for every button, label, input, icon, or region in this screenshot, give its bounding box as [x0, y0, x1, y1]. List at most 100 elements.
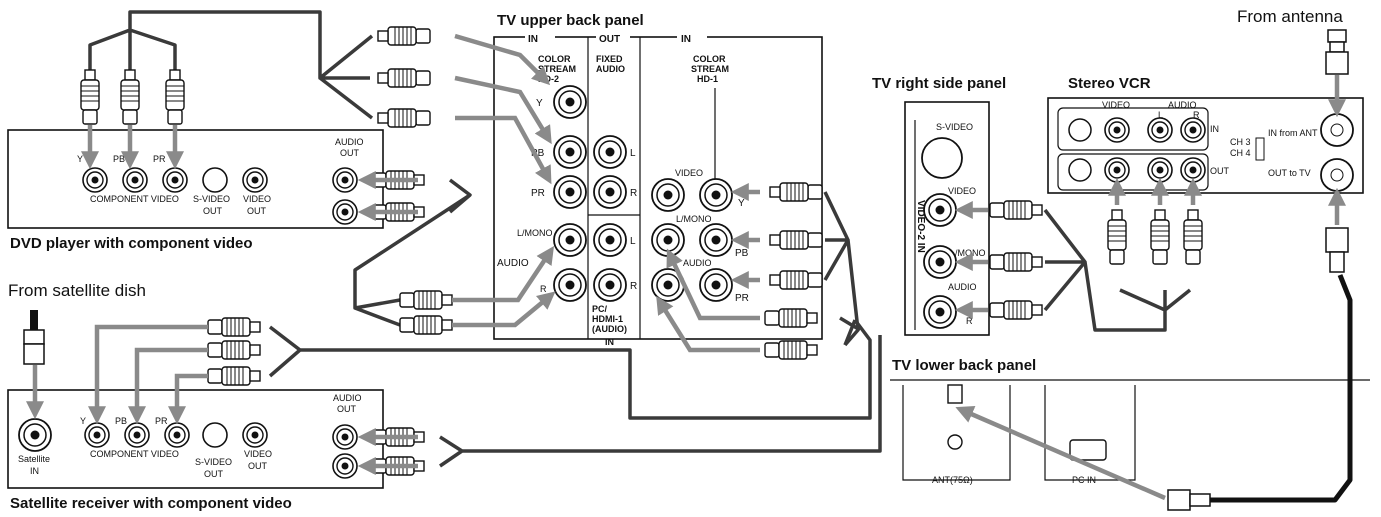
dvd-video-out-jack[interactable] [242, 167, 268, 193]
right-svideo-label: S-VIDEO [936, 122, 973, 132]
vcr-video-out-jack[interactable] [1104, 157, 1130, 183]
fixed-audio-label-2: AUDIO [596, 64, 625, 74]
sat-audio-label-2: OUT [337, 404, 357, 414]
ant-jack[interactable] [947, 434, 963, 450]
vcr-in-from-ant-label: IN from ANT [1268, 128, 1318, 138]
hd2-audio-l-jack[interactable] [553, 223, 587, 257]
hd1-pr-jack[interactable] [699, 268, 733, 302]
vcr-ch-switch[interactable] [1255, 137, 1265, 161]
dvd-pb-plug [120, 69, 140, 125]
vcr-audio-l-out-jack[interactable] [1147, 157, 1173, 183]
vcr-audio-l-plug [1150, 209, 1170, 265]
vcr-svideo-in-jack[interactable] [1068, 118, 1092, 142]
vcr-video-in-jack[interactable] [1104, 117, 1130, 143]
signal-arrows [26, 33, 1346, 501]
vcr-audio-r-in-jack[interactable] [1180, 117, 1206, 143]
right-video-label: VIDEO [948, 186, 976, 196]
right-r-label: R [966, 316, 973, 326]
right-audio-r-jack[interactable] [923, 295, 957, 329]
hd2-pr-plug [377, 108, 431, 128]
hd1-y-jack[interactable] [699, 178, 733, 212]
fixed-audio-r-jack[interactable] [593, 175, 627, 209]
satellite-in-jack[interactable] [18, 418, 52, 452]
dvd-y-plug [80, 69, 100, 125]
vcr-video-plug [1107, 209, 1127, 265]
right-audio-r-plug [989, 300, 1043, 320]
dvd-y-jack[interactable] [82, 167, 108, 193]
tv-right-title: TV right side panel [872, 75, 1006, 92]
sat-audio-l-jack[interactable] [332, 424, 358, 450]
stereo-vcr: Stereo VCR VIDEO AUDIO L R IN OUT CH 3 C… [1047, 75, 1364, 265]
tv-lower-back-panel: TV lower back panel ANT(75Ω) PC IN [890, 357, 1370, 485]
right-video-jack[interactable] [923, 193, 957, 227]
hd2-pb-jack[interactable] [553, 135, 587, 169]
hd2-audio-r-plug [399, 315, 453, 335]
tv-lower-title: TV lower back panel [892, 357, 1036, 374]
vcr-audio-label: AUDIO [1168, 100, 1197, 110]
pc-hdmi-l-jack[interactable] [593, 223, 627, 257]
hd1-pb-jack[interactable] [699, 223, 733, 257]
hd2-pr-jack[interactable] [553, 175, 587, 209]
sat-svideo-label-1: S-VIDEO [195, 457, 232, 467]
sat-pb-plug [207, 340, 261, 360]
vcr-audio-l-in-jack[interactable] [1147, 117, 1173, 143]
ant-port-stub [947, 384, 963, 404]
dvd-audio-l-jack[interactable] [332, 167, 358, 193]
in-left-label: IN [528, 34, 538, 45]
sat-video-out-jack[interactable] [242, 422, 268, 448]
pc-in-port[interactable] [1069, 439, 1107, 461]
sat-y-plug [207, 317, 261, 337]
fixed-audio-r-label: R [630, 188, 637, 199]
sat-pr-plug [207, 366, 261, 386]
sat-pb-jack[interactable] [124, 422, 150, 448]
hd2-audio-r-jack[interactable] [553, 268, 587, 302]
pc-hdmi-label-2: HDMI-1 [592, 314, 623, 324]
right-audio-label: AUDIO [948, 282, 977, 292]
cs1-label-2: STREAM [691, 64, 729, 74]
fixed-audio-l-jack[interactable] [593, 135, 627, 169]
hd2-y-plug [377, 26, 431, 46]
cs2-label-2: STREAM [538, 64, 576, 74]
sat-svideo-jack[interactable] [202, 422, 228, 448]
sat-audio-r-jack[interactable] [332, 453, 358, 479]
right-svideo-jack[interactable] [921, 137, 963, 179]
sat-pr-jack[interactable] [164, 422, 190, 448]
hd1-pb-label: PB [735, 248, 749, 259]
vcr-video-label: VIDEO [1102, 100, 1130, 110]
dvd-pr-label: PR [153, 154, 166, 164]
pc-hdmi-r-jack[interactable] [593, 268, 627, 302]
dvd-pr-jack[interactable] [162, 167, 188, 193]
vcr-l-label: L [1158, 110, 1163, 120]
fixed-audio-l-label: L [630, 148, 636, 159]
video1-r-plug [764, 340, 818, 360]
dvd-svideo-label-1: S-VIDEO [193, 194, 230, 204]
from-satellite-label: From satellite dish [8, 281, 146, 300]
sat-title: Satellite receiver with component video [10, 495, 292, 512]
right-audio-l-plug [989, 252, 1043, 272]
fixed-audio-label-1: FIXED [596, 54, 623, 64]
dvd-video-label-2: OUT [247, 206, 267, 216]
from-antenna-label: From antenna [1237, 7, 1343, 26]
dvd-pb-jack[interactable] [122, 167, 148, 193]
hd1-pr-label: PR [735, 293, 749, 304]
sat-audio-label-1: AUDIO [333, 393, 362, 403]
right-audio-l-jack[interactable] [923, 245, 957, 279]
dvd-pr-plug [165, 69, 185, 125]
video1-l-jack[interactable] [651, 223, 685, 257]
pc-hdmi-label-3: (AUDIO) [592, 324, 627, 334]
dvd-svideo-jack[interactable] [202, 167, 228, 193]
dvd-y-label: Y [77, 154, 83, 164]
sat-in-label-1: Satellite [18, 454, 50, 464]
vcr-audio-r-out-jack[interactable] [1180, 157, 1206, 183]
video1-jack[interactable] [651, 178, 685, 212]
sat-y-jack[interactable] [84, 422, 110, 448]
pc-hdmi-label-4: IN [605, 337, 614, 347]
vcr-ch3-label: CH 3 [1230, 137, 1251, 147]
video1-lmono-label: L/MONO [676, 214, 712, 224]
vcr-title: Stereo VCR [1068, 75, 1151, 92]
sat-video-label-1: VIDEO [244, 449, 272, 459]
vcr-svideo-out-jack[interactable] [1068, 158, 1092, 182]
vcr-out-label: OUT [1210, 166, 1230, 176]
hd2-y-jack[interactable] [553, 85, 587, 119]
dvd-audio-r-jack[interactable] [332, 199, 358, 225]
